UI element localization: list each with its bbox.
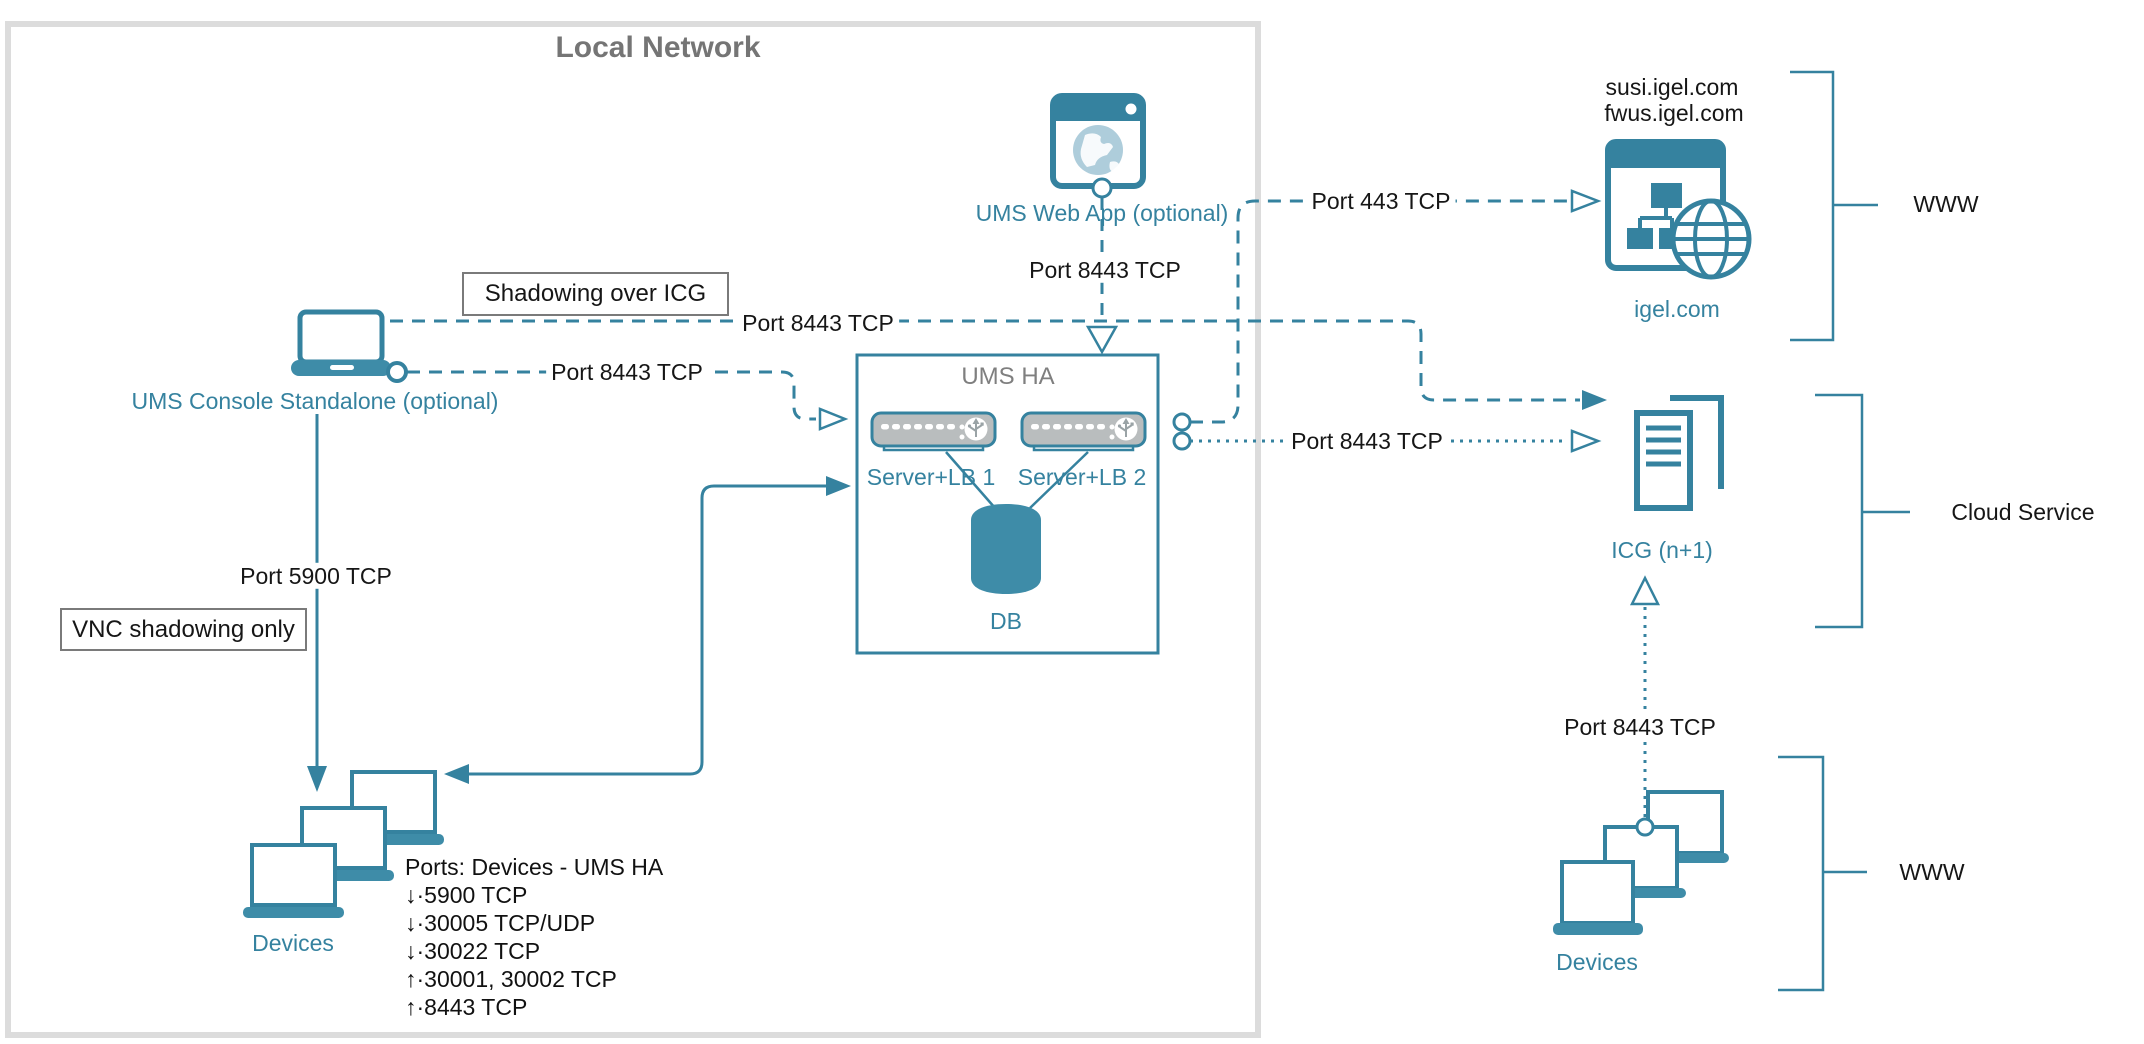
server1-label: Server+LB 1 (866, 463, 996, 490)
bracket-www-top (1790, 70, 1835, 342)
port-label-igel: Port 443 TCP (1306, 187, 1456, 215)
group-www-top: WWW (1913, 190, 1979, 217)
vnc-callout: VNC shadowing only (60, 608, 307, 651)
console-label: UMS Console Standalone (optional) (131, 387, 499, 414)
arrowhead-filled-devices (307, 766, 327, 792)
server2-db-line (1029, 451, 1089, 509)
icg-label: ICG (n+1) (1611, 536, 1713, 563)
igel-com-icon (1605, 139, 1752, 280)
usb-icon (1117, 418, 1134, 437)
local-network-boundary (5, 21, 1261, 1038)
devices-left-icon (243, 770, 444, 918)
shadowing-callout: Shadowing over ICG (462, 272, 729, 316)
ports-list-item: ↓·30005 TCP/UDP (405, 910, 596, 936)
port-circle-top (1172, 412, 1192, 432)
connector-umsha-to-igel (1190, 189, 1602, 424)
db-label: DB (990, 607, 1022, 634)
arrowhead-filled-right (826, 476, 851, 496)
port-label-shadowing: Port 8443 TCP (737, 309, 899, 337)
connector-devices-to-icg (1629, 575, 1661, 818)
port-label-icg: Port 8443 TCP (1286, 427, 1448, 455)
ports-list-item: ↑·30001, 30002 TCP (405, 966, 617, 992)
port-label-devices-icg: Port 8443 TCP (1559, 713, 1721, 741)
icg-icon (1634, 395, 1724, 511)
igel-label: igel.com (1634, 295, 1720, 322)
server-lb1-icon (870, 411, 997, 452)
group-cloud-service: Cloud Service (1951, 498, 2095, 525)
igel-domain-fwus: fwus.igel.com (1604, 99, 1744, 126)
devices-right-icon (1553, 790, 1729, 935)
port-label-console-devices: Port 5900 TCP (235, 562, 397, 590)
connector-console-to-umsha (407, 370, 849, 431)
ports-list-title: Ports: Devices - UMS HA (405, 854, 664, 880)
server-lb2-icon (1020, 411, 1147, 452)
bracket-cloud-service (1815, 393, 1864, 629)
arrowhead-open-down (1085, 325, 1119, 355)
arrowhead-open-icg2 (1570, 429, 1602, 453)
globe-wire-icon (1670, 198, 1752, 280)
webapp-label: UMS Web App (optional) (975, 199, 1229, 226)
group-www-bottom: WWW (1899, 858, 1965, 885)
server2-label: Server+LB 2 (1017, 463, 1147, 490)
console-laptop-icon (291, 309, 408, 383)
db-icon (971, 504, 1041, 594)
arrowhead-filled-left (444, 764, 469, 784)
arrowhead-filled-icg (1582, 390, 1607, 410)
usb-icon (967, 418, 984, 437)
devices-right-label: Devices (1556, 948, 1638, 975)
arrowhead-open-igel (1570, 189, 1602, 213)
server1-db-line (945, 451, 996, 509)
connector-console-to-devices (307, 414, 327, 792)
ports-list-item: ↓·5900 TCP (405, 882, 528, 908)
connector-console-shadowing-to-icg (390, 319, 1607, 410)
port-circle-bottom (1172, 431, 1192, 451)
ports-list-item: ↓·30022 TCP (405, 938, 541, 964)
bracket-www-bottom (1778, 755, 1825, 992)
port-label-webapp: Port 8443 TCP (1024, 256, 1186, 284)
port-label-console-ums: Port 8443 TCP (546, 358, 708, 386)
local-network-title: Local Network (555, 30, 761, 64)
ports-list: Ports: Devices - UMS HA ↓·5900 TCP ↓·300… (405, 853, 663, 1021)
webapp-icon (1050, 93, 1146, 199)
ums-ha-title: UMS HA (961, 363, 1055, 391)
connector-devices-umsha (444, 476, 851, 784)
device-port-circle (1635, 817, 1655, 837)
devices-left-label: Devices (252, 929, 334, 956)
ums-ha-box (855, 353, 1160, 655)
igel-domain-susi: susi.igel.com (1605, 73, 1739, 100)
arrowhead-open-up (1629, 575, 1661, 606)
ports-list-item: ↑·8443 TCP (405, 994, 528, 1020)
arrowhead-open-umsha (818, 407, 849, 431)
